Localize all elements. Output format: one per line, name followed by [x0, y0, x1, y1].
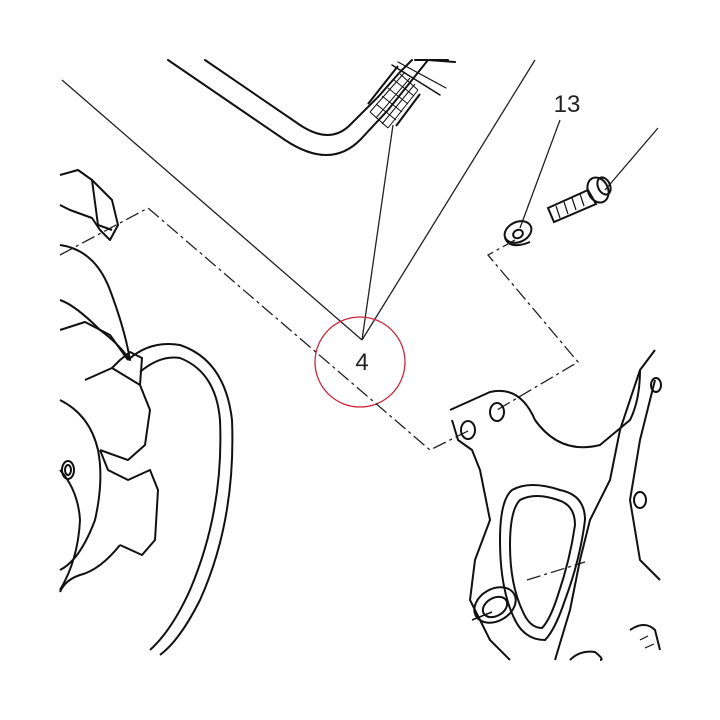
callout-label-4: 4 [355, 349, 368, 376]
assembly-centerlines [59, 207, 586, 581]
brake-caliper [59, 169, 159, 593]
bracket-pivot-line [471, 611, 493, 621]
braided-sleeve [367, 65, 421, 129]
bolt-part [546, 176, 612, 224]
highlight-circle [314, 316, 406, 408]
brake-hose [167, 59, 456, 156]
washer-part [503, 220, 533, 247]
leader-lines-13 [519, 119, 659, 229]
caliper-bracket [449, 349, 662, 661]
caliper-hose-loop [127, 343, 234, 656]
leader-lines-4 [61, 59, 536, 341]
callout-label-13: 13 [554, 91, 581, 118]
